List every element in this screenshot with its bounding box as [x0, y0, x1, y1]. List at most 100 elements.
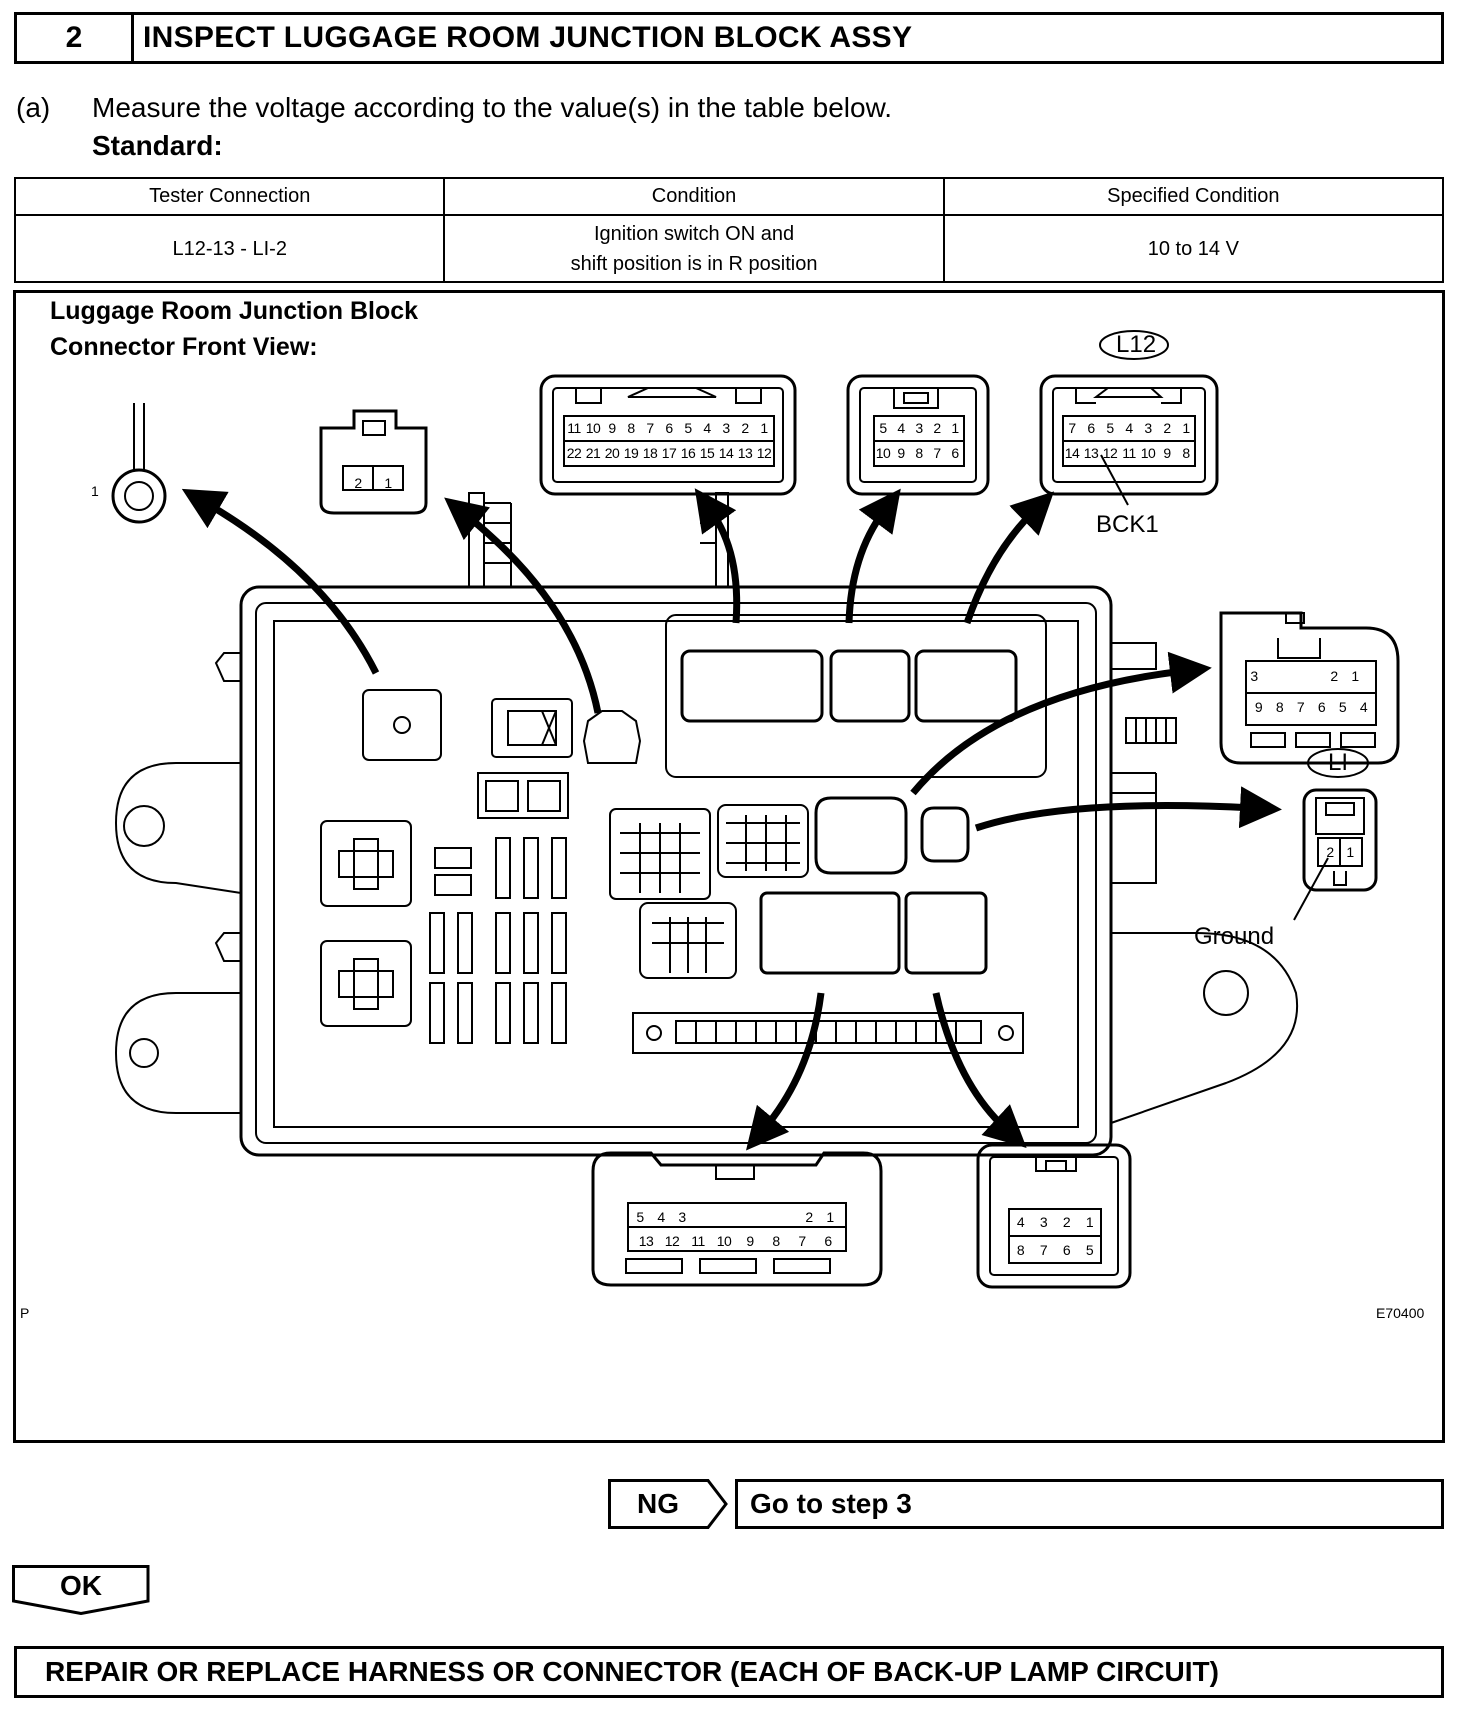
- connector-l12-label: L12: [1116, 331, 1157, 358]
- pin-number: 14: [718, 445, 734, 461]
- ng-badge: NG: [608, 1479, 728, 1529]
- pin-number: 9: [608, 420, 616, 436]
- pin-number: 6: [951, 445, 959, 461]
- pin-number: 9: [746, 1233, 754, 1249]
- figure-code: E70400: [1376, 1305, 1425, 1321]
- spec-table: Tester Connection Condition Specified Co…: [13, 177, 1445, 283]
- pin-number: 4: [1016, 1214, 1025, 1230]
- pin-number: 16: [680, 445, 696, 461]
- pin-number: 1: [826, 1209, 834, 1225]
- pin-number: 7: [933, 445, 941, 461]
- ring-terminal-connector: [111, 403, 167, 524]
- pin-number: 12: [1102, 445, 1118, 461]
- header-condition: Condition: [443, 177, 945, 216]
- standard-label: Standard:: [92, 130, 223, 161]
- pin-number: 1: [1351, 668, 1359, 684]
- step-title: INSPECT LUGGAGE ROOM JUNCTION BLOCK ASSY: [143, 21, 913, 54]
- step-number: 2: [17, 15, 134, 61]
- table-row: L12-13 - LI-2 Ignition switch ON and shi…: [13, 214, 1445, 283]
- pin-number: 20: [604, 445, 620, 461]
- header-specified-condition: Specified Condition: [942, 177, 1445, 216]
- connector-13p-bottom: [591, 1151, 883, 1287]
- condition-line-1: Ignition switch ON and: [594, 222, 795, 245]
- pin-number: 2: [805, 1209, 813, 1225]
- pin-number: 2: [1326, 844, 1334, 860]
- pin-number: 2: [741, 420, 749, 436]
- pin-number: 13: [1083, 445, 1099, 461]
- pin-number: 13: [737, 445, 753, 461]
- pin-number: 11: [691, 1233, 705, 1249]
- pin-number: 1: [384, 475, 392, 491]
- pin-number: 1: [1085, 1214, 1094, 1230]
- pin-number: 7: [1039, 1242, 1048, 1258]
- ok-label: OK: [60, 1570, 102, 1601]
- pin-number: 10: [1140, 445, 1156, 461]
- diagram-title-line-2: Connector Front View:: [50, 333, 318, 361]
- pin-number: 5: [636, 1209, 644, 1225]
- pin-number: 17: [661, 445, 677, 461]
- pin-number: 4: [703, 420, 711, 436]
- pin-number: 10: [875, 445, 891, 461]
- diagram-title-line-1: Luggage Room Junction Block: [50, 297, 419, 325]
- pin-number: 3: [1250, 668, 1258, 684]
- pin-number: 13: [638, 1233, 654, 1249]
- pin-number: 1: [1346, 844, 1354, 860]
- ng-label: NG: [637, 1488, 679, 1519]
- connector-9p-right: [1219, 611, 1400, 765]
- pin-number: 6: [1062, 1242, 1071, 1258]
- pin-number: 4: [1125, 420, 1133, 436]
- pin-number: 2: [1330, 668, 1338, 684]
- cell-condition: Ignition switch ON and shift position is…: [443, 214, 945, 283]
- pin-number: 8: [627, 420, 635, 436]
- pin-number: 2: [1163, 420, 1171, 436]
- pin-number: 5: [684, 420, 692, 436]
- pin-number: 7: [1296, 699, 1305, 715]
- pin-number: 6: [1087, 420, 1095, 436]
- pin-number: 19: [623, 445, 639, 461]
- pin-number: 6: [824, 1233, 832, 1249]
- pin-number: 8: [1275, 699, 1284, 715]
- instruction-text: Measure the voltage according to the val…: [92, 92, 893, 123]
- corner-label: P: [20, 1305, 30, 1321]
- connector-arrows: [181, 488, 1282, 1151]
- pin-number: 4: [657, 1209, 665, 1225]
- pin-number: 10: [716, 1233, 732, 1249]
- ground-label: Ground: [1194, 923, 1275, 950]
- pin-number: 2: [354, 475, 362, 491]
- connector-li-label: LI: [1328, 749, 1349, 776]
- bck1-label: BCK1: [1096, 511, 1159, 538]
- pin-number: 21: [585, 445, 601, 461]
- pin-number: 3: [915, 420, 923, 436]
- pin-number: 3: [1144, 420, 1152, 436]
- pin-number: 7: [798, 1233, 806, 1249]
- pin-number: 5: [1338, 699, 1347, 715]
- pin-number: 3: [678, 1209, 686, 1225]
- final-action: REPAIR OR REPLACE HARNESS OR CONNECTOR (…: [14, 1646, 1444, 1698]
- pin-number: 2: [933, 420, 941, 436]
- connector-8p-bottom: [976, 1143, 1132, 1289]
- connector-l12: [1039, 330, 1219, 506]
- connector-diagram: Luggage Room Junction Block Connector Fr…: [13, 290, 1445, 1443]
- pin-number: 9: [1163, 445, 1171, 461]
- connector-22p: [539, 374, 797, 496]
- pin-number: 10: [585, 420, 601, 436]
- ng-action: Go to step 3: [735, 1479, 1444, 1529]
- pin-number: 2: [1062, 1214, 1071, 1230]
- pin-number: 5: [1106, 420, 1114, 436]
- pin-number: 1: [951, 420, 959, 436]
- connector-li: [1293, 748, 1378, 921]
- pin-number: 8: [915, 445, 923, 461]
- pin-number: 4: [1359, 699, 1368, 715]
- connector-2p-top-left: [319, 409, 428, 515]
- pin-number: 3: [1039, 1214, 1048, 1230]
- pin-number: 18: [642, 445, 658, 461]
- connector-10p: [846, 374, 990, 496]
- pin-number: 4: [897, 420, 905, 436]
- terminal-label: 1: [91, 483, 99, 499]
- pin-number: 6: [665, 420, 673, 436]
- pin-number: 11: [567, 420, 581, 436]
- condition-line-2: shift position is in R position: [570, 252, 818, 275]
- step-header: 2 INSPECT LUGGAGE ROOM JUNCTION BLOCK AS…: [14, 12, 1444, 64]
- pin-number: 7: [1068, 420, 1076, 436]
- pin-number: 1: [1182, 420, 1190, 436]
